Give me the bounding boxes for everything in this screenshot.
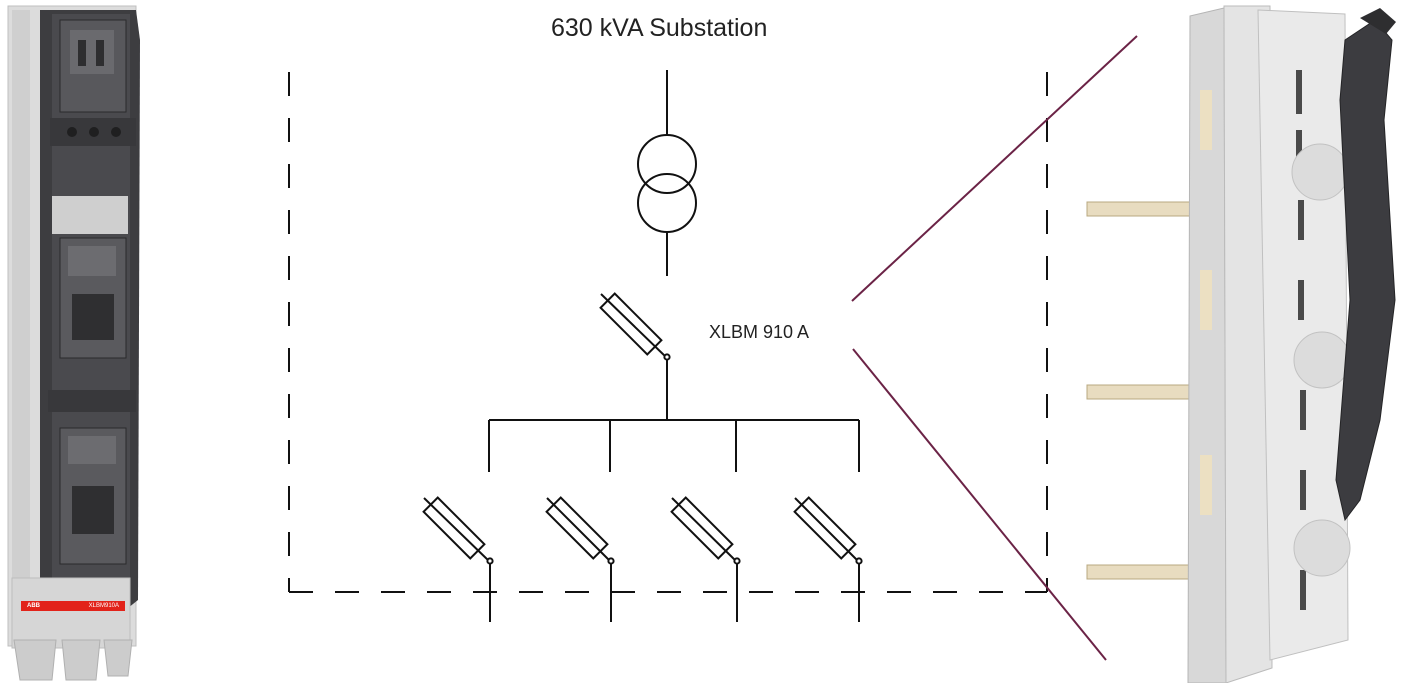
main-fuse-switch-symbol xyxy=(599,292,671,420)
feeder-2 xyxy=(545,420,615,622)
device-model-text: XLBM910A xyxy=(88,603,119,609)
fuse-switch-side-photo xyxy=(1086,5,1396,683)
device-label: ABB XLBM910A xyxy=(21,601,125,611)
feeder-1 xyxy=(422,420,494,622)
abb-label-strip xyxy=(21,601,125,611)
diagram-title: 630 kVA Substation xyxy=(551,14,768,42)
single-line-diagram xyxy=(288,35,1138,661)
feeder-3 xyxy=(670,420,741,622)
main-switch-label: XLBM 910 A xyxy=(709,322,810,342)
device-brand-text: ABB xyxy=(27,603,40,609)
transformer-symbol xyxy=(637,134,697,233)
callout-lines xyxy=(851,35,1138,661)
fuse-switch-front-photo xyxy=(7,5,140,681)
substation-boundary xyxy=(288,72,1048,593)
feeder-4 xyxy=(793,420,863,622)
